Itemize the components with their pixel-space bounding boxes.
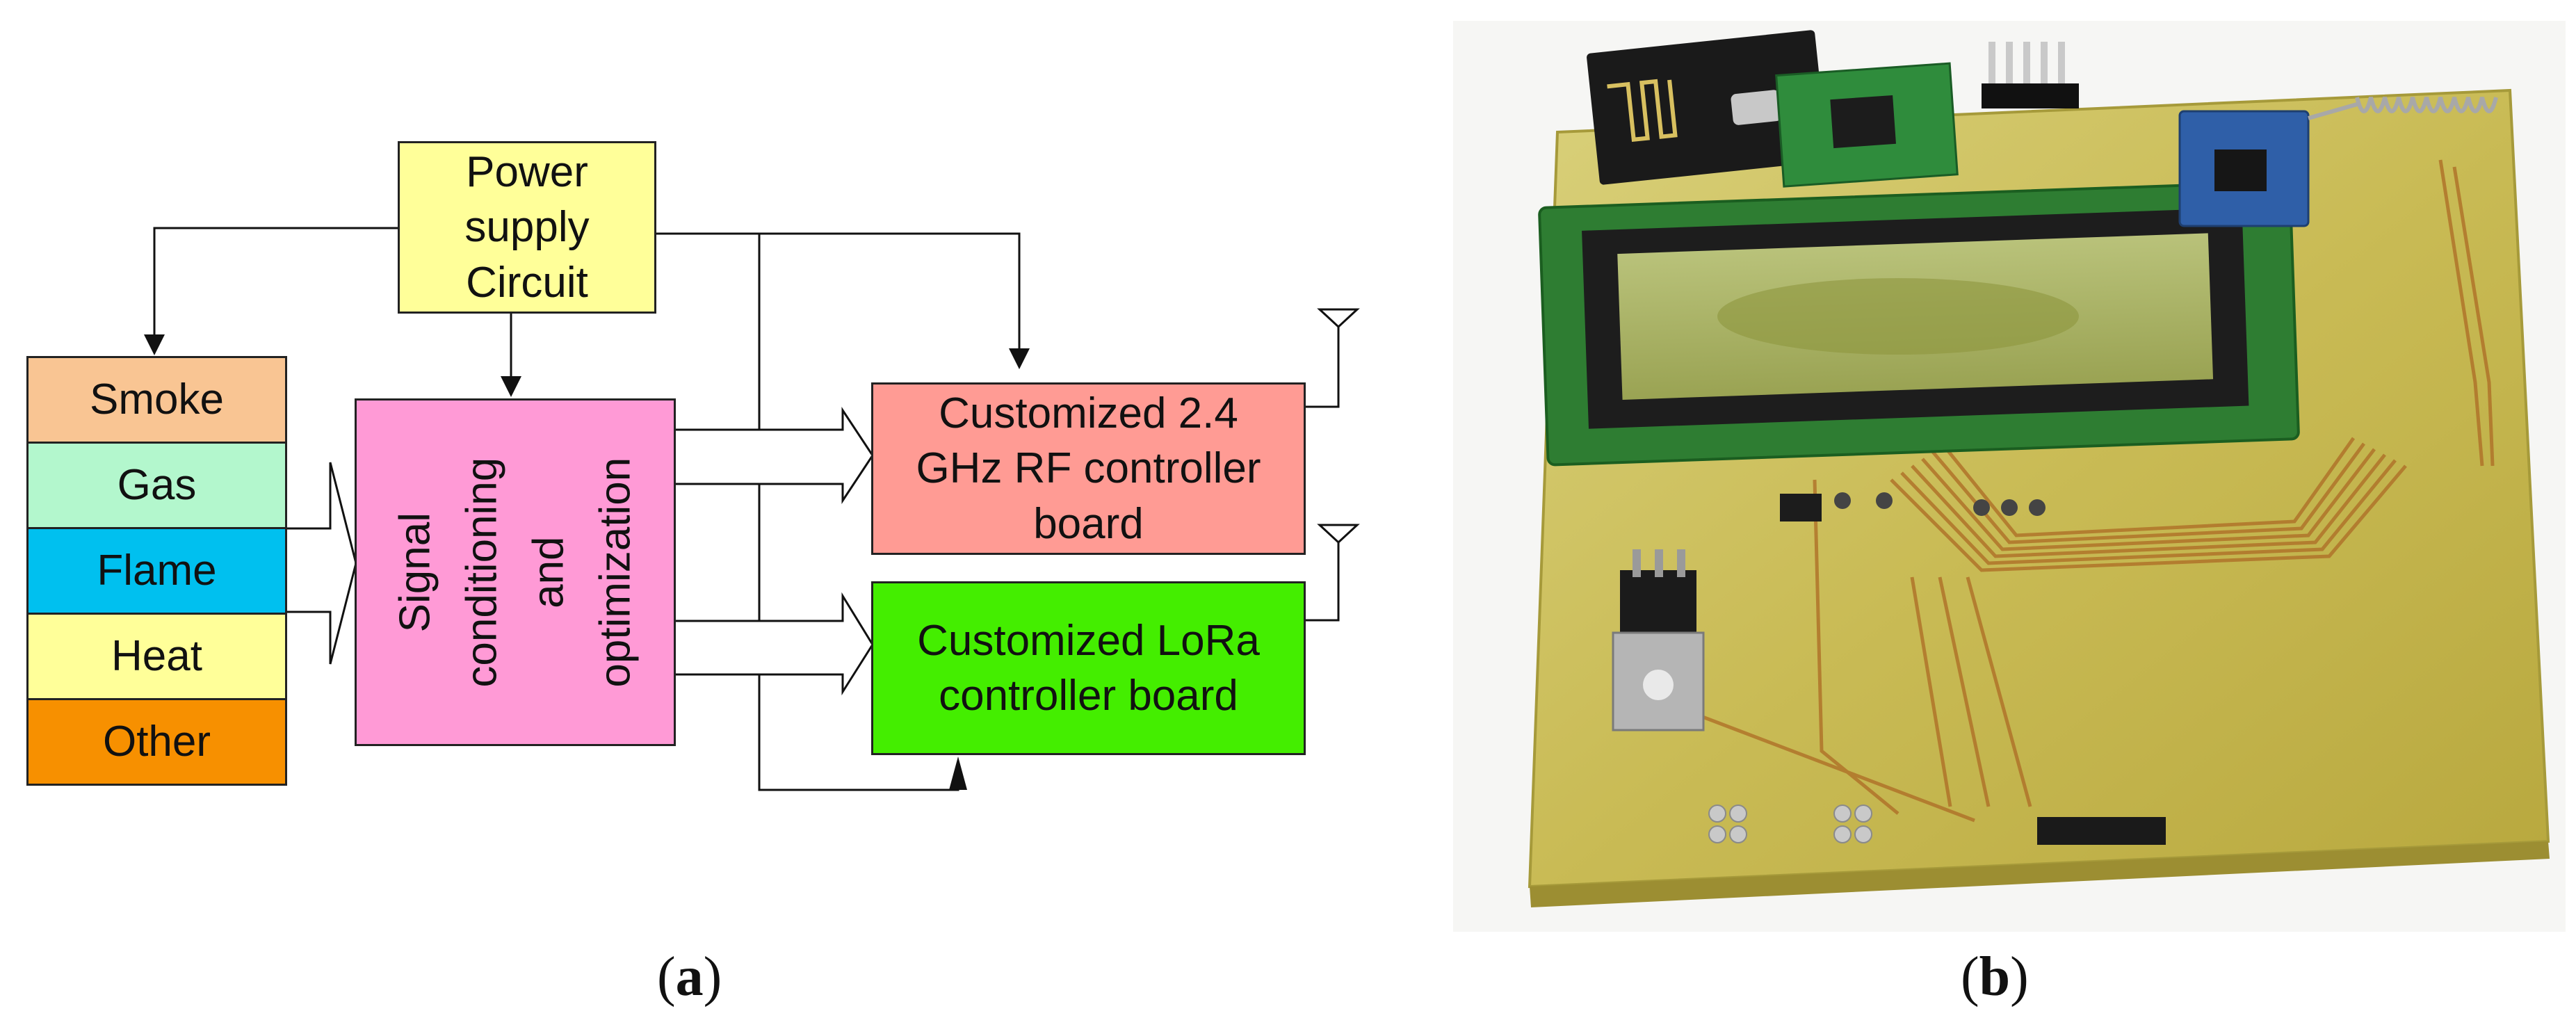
sensor-gas-label: Gas [117,461,197,510]
lora-controller-box: Customized LoRa controller board [871,581,1306,755]
signal-conditioning-label: Signal conditioning and optimization [390,457,640,688]
sensor-flame: Flame [26,527,287,615]
rf-antenna [1306,308,1360,408]
signal-to-rf-arrow [676,407,874,504]
sensor-smoke: Smoke [26,356,287,444]
sensor-smoke-label: Smoke [90,375,224,424]
power-supply-box: Power supply Circuit [398,141,656,314]
spring-antenna [2308,97,2498,120]
power-to-rf-line [654,232,1030,369]
lora-input-arrowhead [949,757,967,790]
power-supply-label: Power supply Circuit [464,147,590,307]
board-photo [1453,21,2566,932]
sensor-gas: Gas [26,442,287,529]
lora-antenna [1306,524,1360,622]
sensors-to-signal-arrow [284,462,357,665]
voltage-regulator [1620,570,1696,640]
caption-b: (b) [1961,946,2029,1008]
power-to-sensors-line [144,227,400,355]
lora-controller-label: Customized LoRa controller board [917,616,1260,720]
sensor-heat-label: Heat [111,632,202,681]
rf-controller-label: Customized 2.4 GHz RF controller board [916,389,1261,548]
sensor-stack: Smoke Gas Flame Heat Other [26,356,287,786]
signal-to-lora-arrow [676,592,874,696]
caption-a: (a) [657,946,722,1008]
nrf-module [1587,30,1828,185]
bottom-header [2037,817,2166,845]
sensor-other: Other [26,698,287,786]
signal-conditioning-box: Signal conditioning and optimization [355,398,676,746]
sensor-flame-label: Flame [97,547,217,595]
rf-controller-box: Customized 2.4 GHz RF controller board [871,382,1306,555]
sensor-heat: Heat [26,613,287,700]
sensor-other-label: Other [102,718,211,766]
board-photo-illustration [1453,21,2566,932]
